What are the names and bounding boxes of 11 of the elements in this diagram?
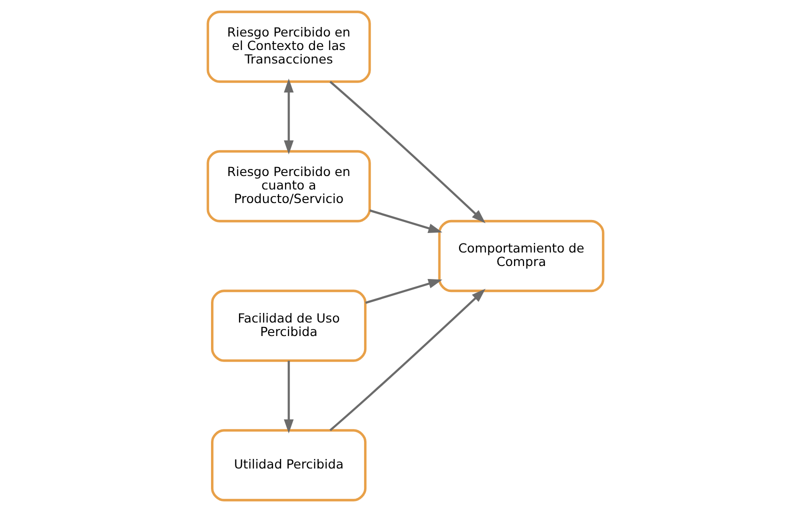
arrow [283,78,294,154]
node-box: Comportamiento de Compra [438,220,604,292]
arrow [368,209,442,234]
arrow [283,360,294,434]
node-box: Riesgo Percibido en cuanto a Producto/Servicio [206,150,370,222]
node-box: Utilidad Percibida [210,429,366,502]
node-box: Riesgo Percibido en el Contexto de las Transacciones [206,10,370,83]
node-box: Facilidad de Uso Percibida [210,290,366,362]
arrow [329,288,485,432]
arrow [329,80,485,224]
arrow [364,278,442,304]
